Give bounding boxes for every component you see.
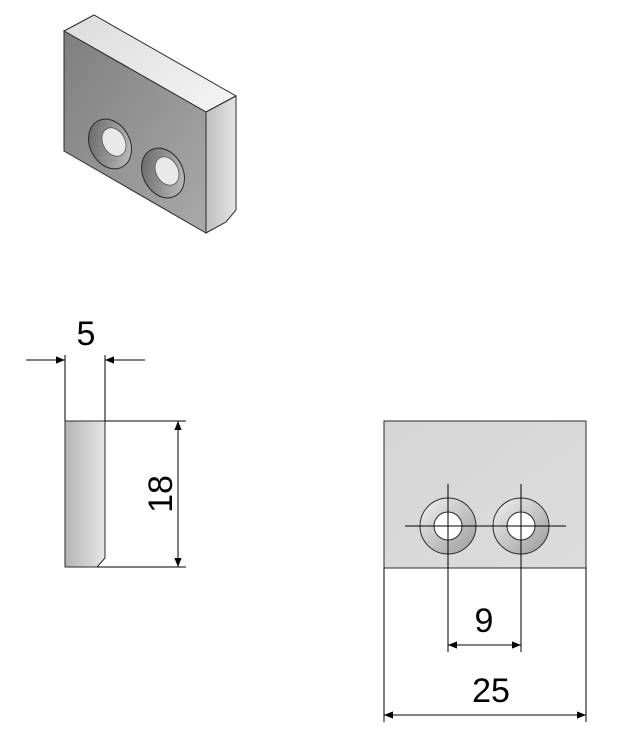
iso-right-face <box>205 95 237 234</box>
front-view-body <box>383 420 587 569</box>
isometric-view <box>62 14 238 234</box>
side-view-body <box>64 420 106 568</box>
front-view: 9 25 <box>383 420 587 722</box>
dimension-label-thickness: 5 <box>77 315 96 353</box>
center-lines <box>405 484 566 568</box>
dimension-label-width: 25 <box>472 672 510 710</box>
iso-countersunk-hole <box>88 118 132 170</box>
iso-countersunk-hole <box>141 147 185 199</box>
dimension-label-height: 18 <box>142 475 180 513</box>
side-view: 5 18 <box>26 315 186 568</box>
dimension-label-hole-spacing: 9 <box>475 602 494 640</box>
